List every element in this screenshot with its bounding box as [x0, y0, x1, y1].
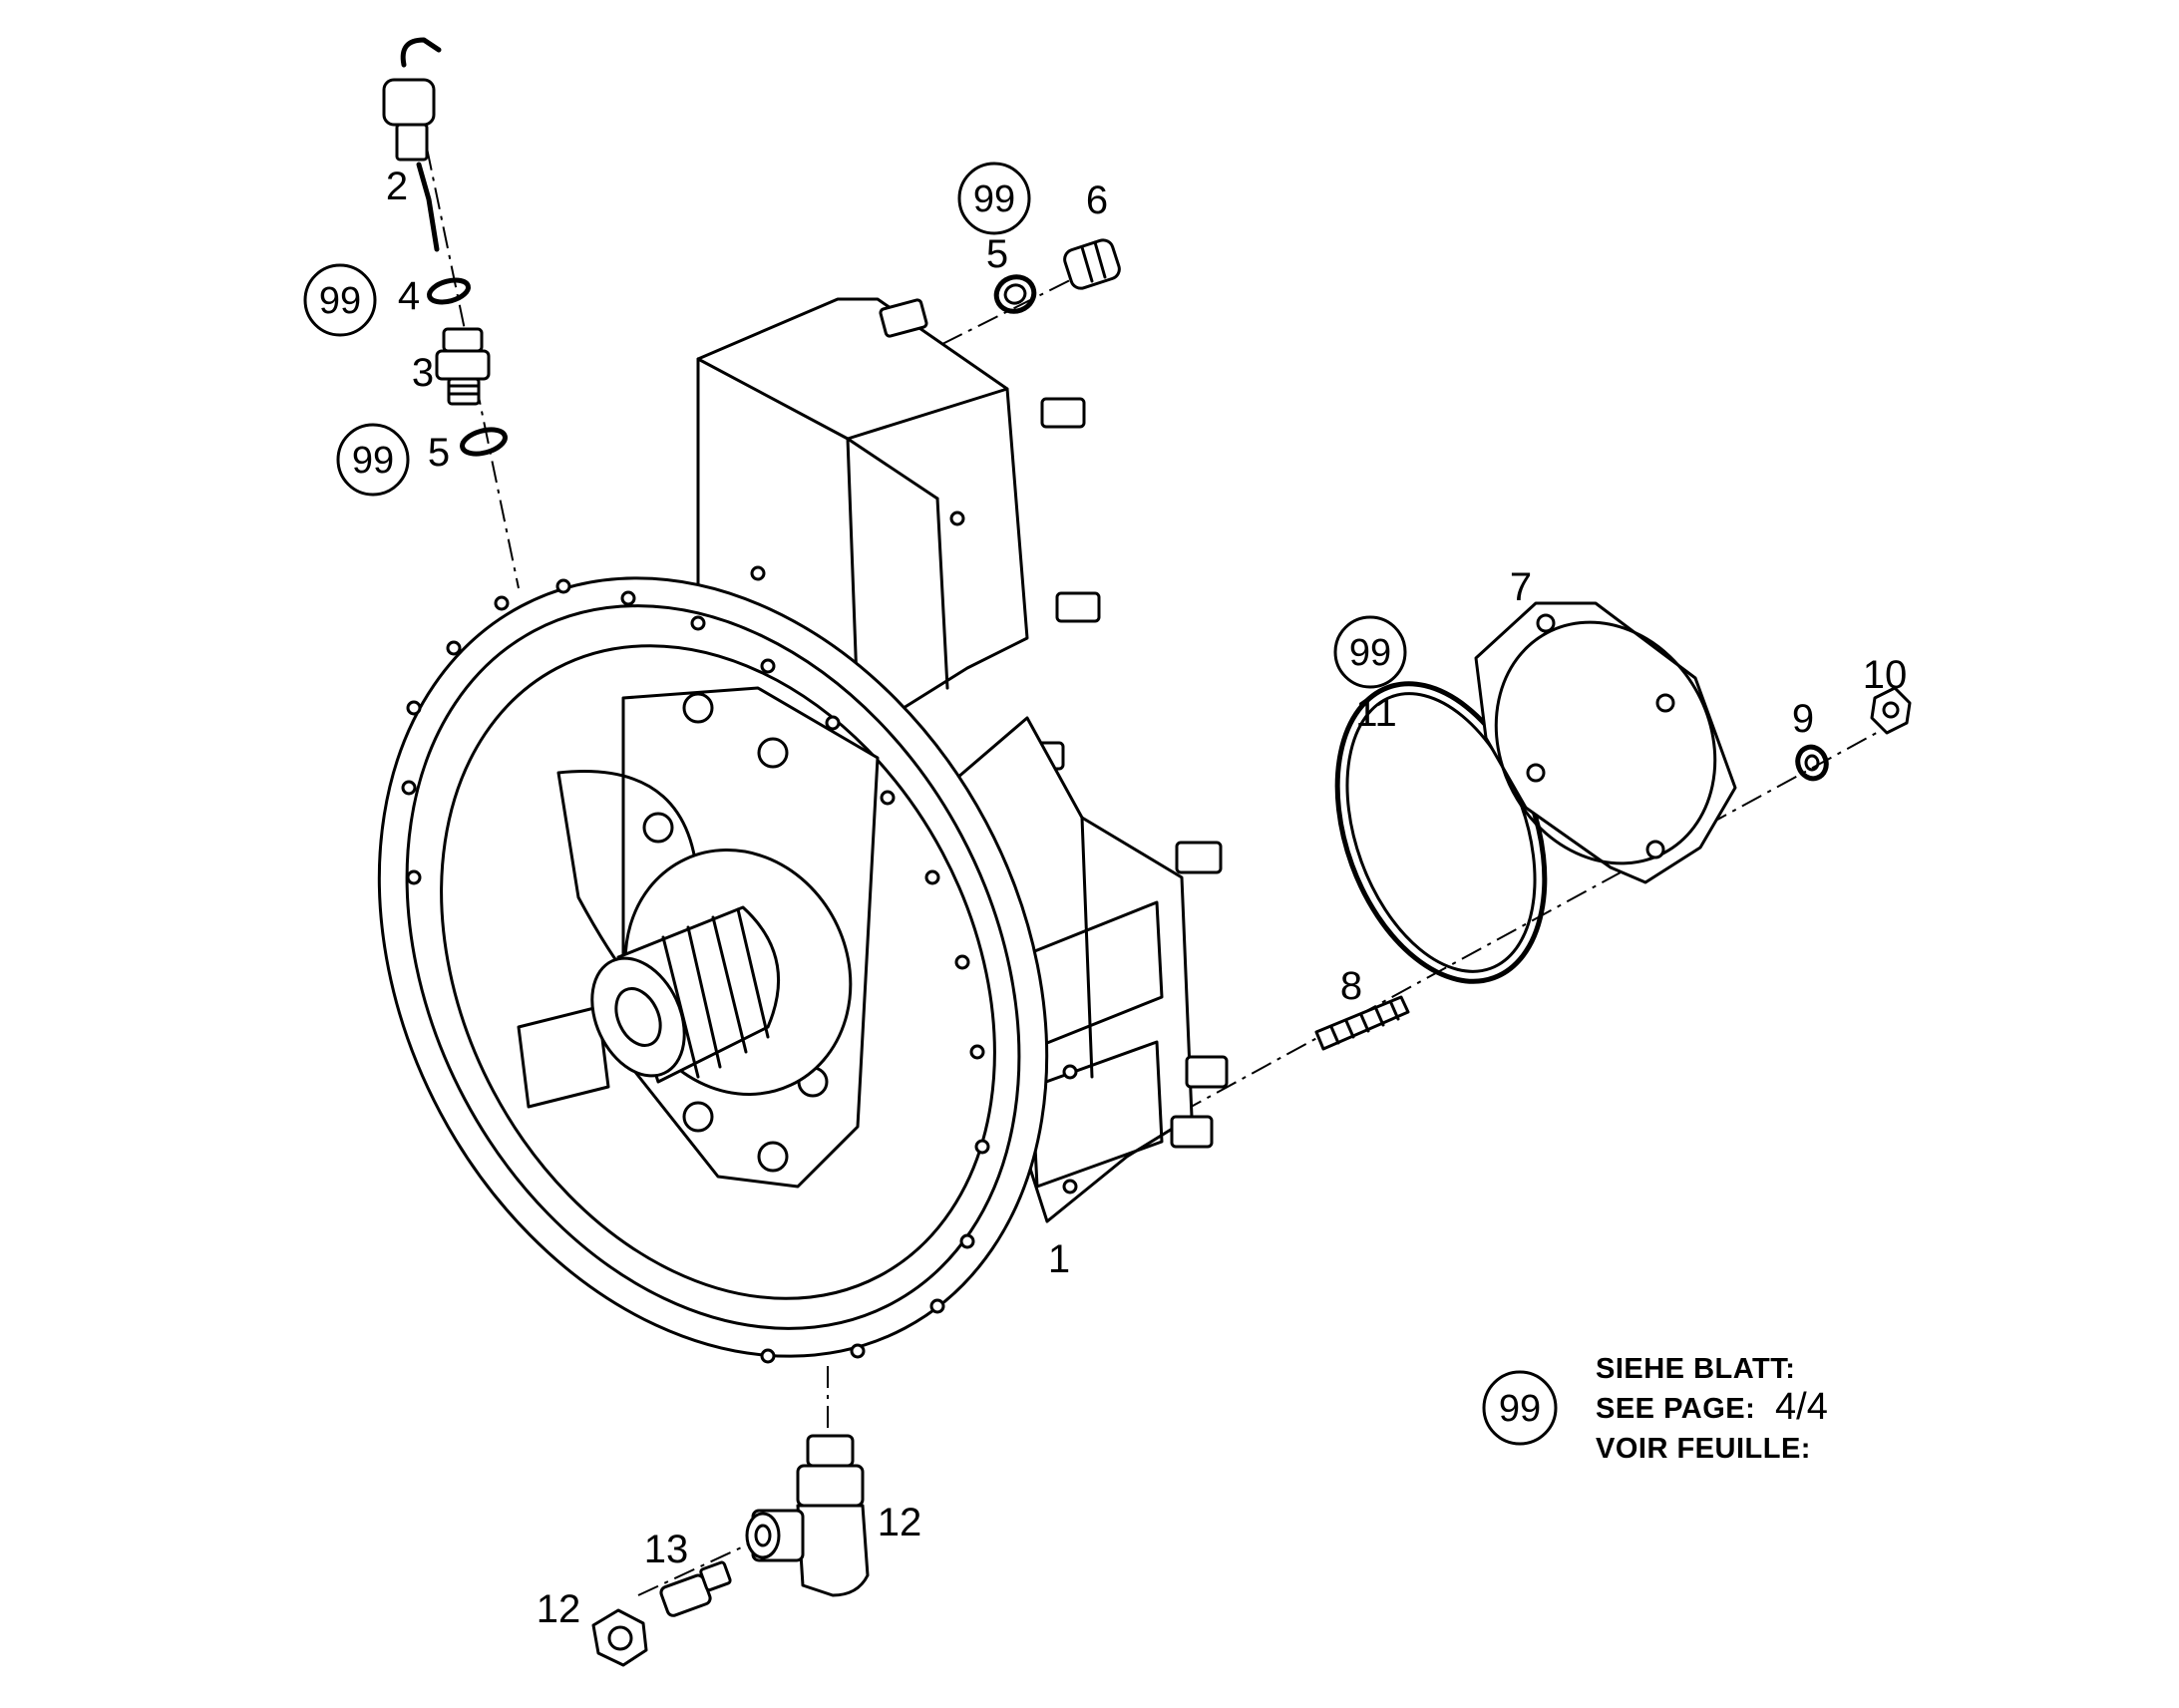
callout-label: 9: [1792, 697, 1814, 741]
body-hole: [1062, 1064, 1078, 1080]
side-bolts: [1170, 841, 1229, 1149]
legend-line-de: SIEHE BLATT:: [1596, 1353, 1795, 1385]
ref-circle: [957, 162, 1031, 235]
plug-part: [1063, 238, 1121, 290]
legend-ref-text: 99: [1499, 1388, 1541, 1430]
seal-ring-5-left: [460, 427, 508, 457]
callout-numbers: 1 2 3 4 5 5 6 7 8 9 10 11 12 12 13: [386, 165, 1907, 1631]
sensor-part: [382, 37, 442, 252]
legend-line-fr: VOIR FEUILLE:: [1596, 1433, 1811, 1465]
ref-mark-text: 99: [973, 178, 1015, 220]
elbow-fitting-part: [745, 1434, 870, 1597]
nipple-part: [659, 1560, 732, 1617]
callout-label: 11: [1355, 691, 1397, 735]
callout-label: 7: [1510, 565, 1532, 609]
housing-part: [377, 297, 1229, 1364]
seal-ring-4: [427, 277, 471, 305]
legend-line-en: SEE PAGE:: [1596, 1393, 1755, 1425]
callout-label: 8: [1340, 964, 1362, 1008]
body-hole: [1062, 1179, 1078, 1195]
stud-part: [1314, 995, 1410, 1051]
callout-label: 2: [386, 165, 408, 208]
legend-page: 4/4: [1775, 1386, 1828, 1428]
callout-label: 12: [878, 1501, 922, 1544]
legend-ref-circle: [1482, 1370, 1558, 1446]
seal-ring-5-top: [993, 274, 1037, 314]
callout-label: 13: [644, 1528, 689, 1571]
callout-label: 3: [412, 351, 434, 395]
cover-hole: [750, 565, 766, 581]
callout-label: 10: [1863, 653, 1908, 697]
gasket-part: [1474, 601, 1737, 884]
callout-label: 5: [986, 232, 1008, 276]
callout-label: 12: [537, 1587, 581, 1631]
legend: 99 SIEHE BLATT: SEE PAGE: VOIR FEUILLE: …: [1482, 1353, 1828, 1465]
nut-part-12: [591, 1608, 648, 1667]
cover-hole: [949, 511, 965, 526]
ref-circle: [1333, 615, 1407, 689]
ref-mark-text: 99: [319, 280, 361, 322]
callout-label: 1: [1048, 1237, 1070, 1281]
ref-circle: [303, 263, 377, 337]
callout-label: 4: [398, 274, 420, 318]
flange-holes: [401, 578, 990, 1364]
seal-rings: [427, 274, 1037, 457]
reference-marks: 99 99 99 99: [303, 162, 1407, 689]
ref-mark-text: 99: [1349, 632, 1391, 674]
lock-washer-part: [1795, 744, 1829, 782]
callout-label: 6: [1086, 178, 1108, 222]
callout-label: 5: [428, 431, 450, 475]
adapter-part: [435, 327, 491, 406]
nut-part-10: [1870, 686, 1912, 735]
ref-mark-text: 99: [352, 440, 394, 482]
ref-circle: [336, 423, 410, 497]
